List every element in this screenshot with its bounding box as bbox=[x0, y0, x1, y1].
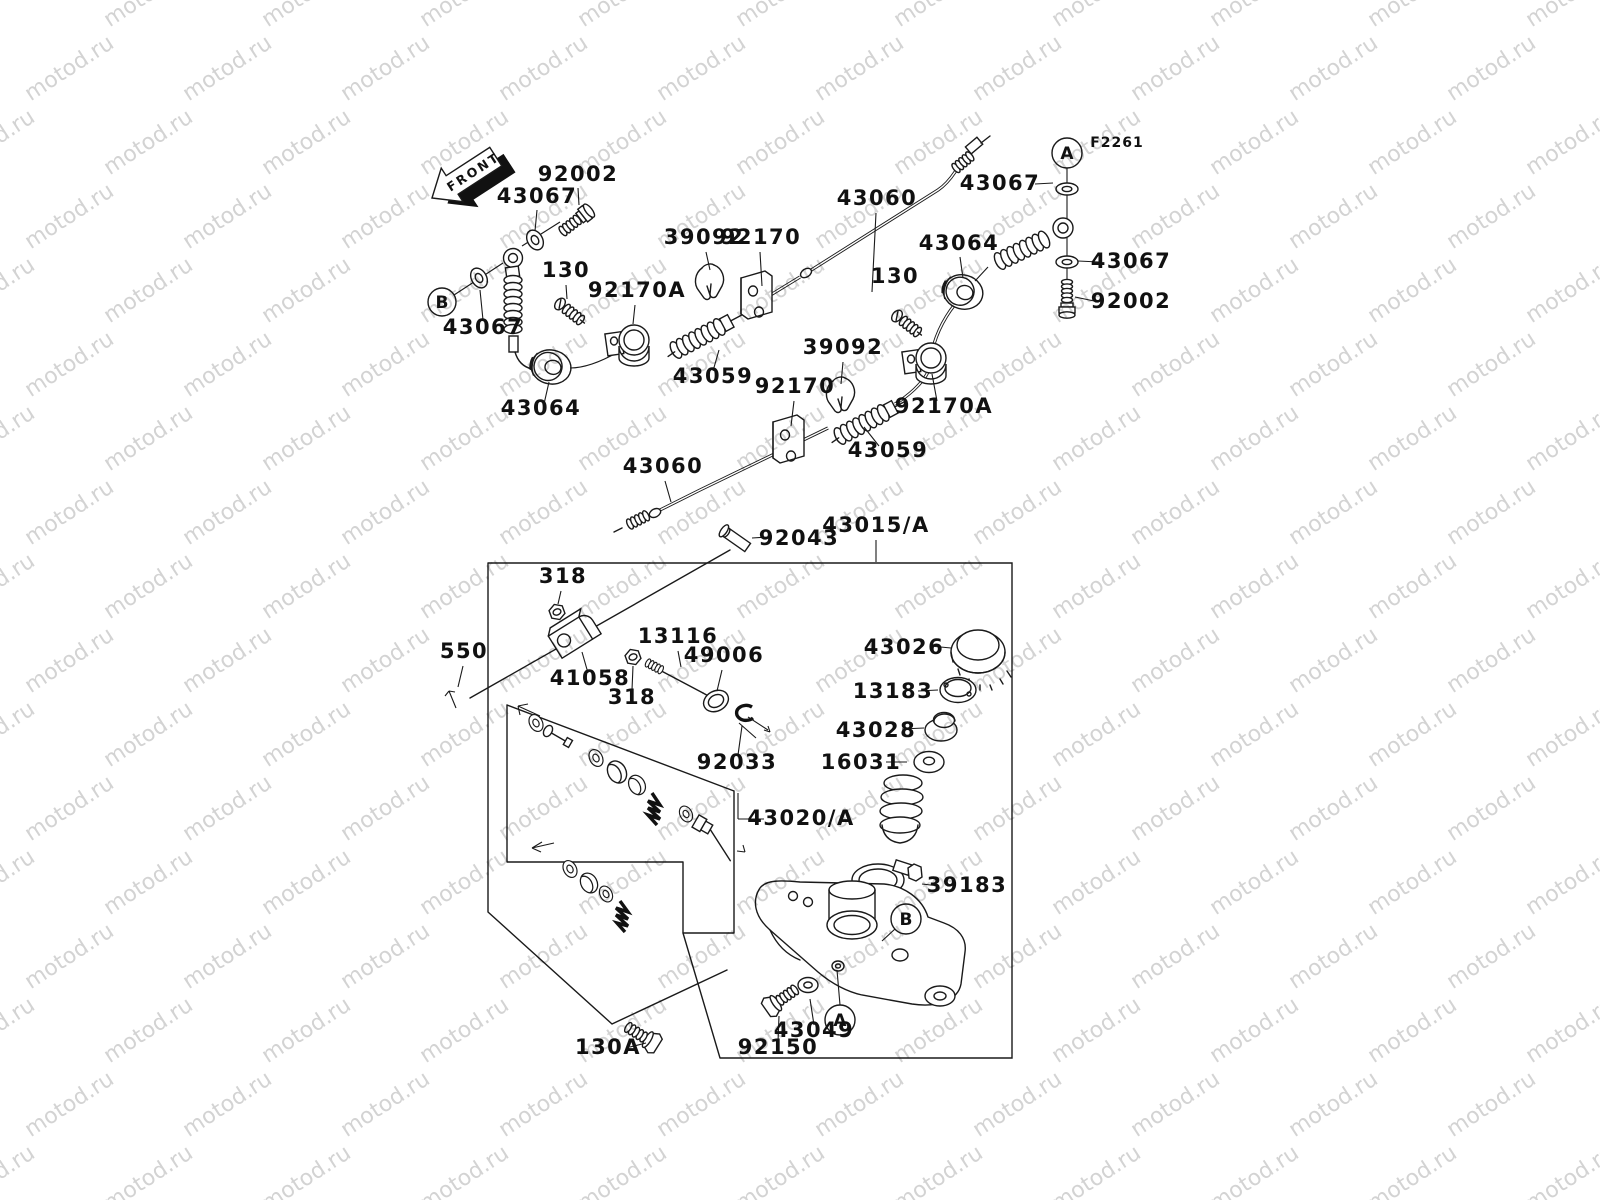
washer-43049 bbox=[797, 976, 819, 994]
label-130-left: 130 bbox=[542, 258, 590, 282]
screw-130-left bbox=[552, 296, 588, 328]
screw-92002-right bbox=[1059, 279, 1075, 318]
washer-43067-left bbox=[466, 264, 492, 292]
cable-end-eye-upper bbox=[974, 217, 1074, 282]
label-43067-left-lower: 43067 bbox=[443, 315, 524, 339]
label-43015a: 43015/A bbox=[822, 513, 929, 537]
bushing-49006 bbox=[702, 689, 730, 713]
front-direction-arrow: FRONT bbox=[431, 146, 516, 208]
label-43067-top-left: 43067 bbox=[497, 184, 578, 208]
label-92170a-left: 92170A bbox=[588, 278, 686, 302]
label-130a: 130A bbox=[575, 1035, 641, 1059]
label-92150: 92150 bbox=[738, 1035, 819, 1059]
svg-text:A: A bbox=[1060, 144, 1074, 164]
cap-holder-13183 bbox=[939, 676, 977, 704]
push-rod-assembly bbox=[444, 524, 771, 739]
label-550: 550 bbox=[440, 639, 488, 663]
label-43064-left: 43064 bbox=[501, 396, 582, 420]
label-43067-top-right: 43067 bbox=[960, 171, 1041, 195]
washer-43067-top-left bbox=[522, 226, 548, 254]
master-cylinder-body bbox=[754, 880, 966, 1007]
reservoir-boot bbox=[879, 774, 924, 844]
assembly-box-43015 bbox=[487, 562, 1013, 1059]
label-43060-upper: 43060 bbox=[837, 186, 918, 210]
label-13116: 13116 bbox=[638, 624, 719, 648]
cable-bracket-92170-upper bbox=[740, 270, 773, 320]
figure-code: F2261 bbox=[1090, 135, 1144, 151]
label-39092-mid: 39092 bbox=[803, 335, 884, 359]
repair-kit-box-43020 bbox=[506, 703, 735, 934]
label-16031: 16031 bbox=[821, 750, 902, 774]
diaphragm-43028 bbox=[924, 711, 958, 742]
cotter-pin-550 bbox=[444, 690, 457, 709]
nut-318-lower bbox=[622, 646, 644, 668]
part-labels: 92002 43067 39092 92170 43060 43067 F226… bbox=[440, 135, 1172, 1059]
svg-text:B: B bbox=[900, 910, 913, 930]
rod-spring-assembly bbox=[466, 221, 561, 370]
label-13183: 13183 bbox=[853, 679, 934, 703]
cable-clamp-92170a-right bbox=[901, 342, 947, 385]
label-41058: 41058 bbox=[550, 666, 631, 690]
label-318-upper: 318 bbox=[539, 564, 587, 588]
svg-text:B: B bbox=[436, 293, 449, 313]
callout-b-left: B bbox=[427, 262, 504, 317]
label-43059-left: 43059 bbox=[673, 364, 754, 388]
label-92033: 92033 bbox=[697, 750, 778, 774]
label-43067-right-mid: 43067 bbox=[1091, 249, 1172, 273]
callout-a-bottom: A bbox=[824, 969, 856, 1036]
label-43049: 43049 bbox=[774, 1018, 855, 1042]
repair-kit-parts-row2 bbox=[559, 857, 633, 934]
repair-kit-parts-row1 bbox=[525, 711, 746, 862]
label-92043: 92043 bbox=[759, 526, 840, 550]
label-92170-upper: 92170 bbox=[721, 225, 802, 249]
leader-lines bbox=[457, 182, 1100, 1048]
screw-130-right bbox=[889, 308, 925, 340]
cable-bracket-92170-mid bbox=[772, 414, 805, 464]
grommet-43064-left bbox=[526, 345, 575, 388]
label-92002-top-left: 92002 bbox=[538, 162, 619, 186]
bolt-92150 bbox=[760, 979, 803, 1019]
label-92170-mid: 92170 bbox=[755, 374, 836, 398]
label-43028: 43028 bbox=[836, 718, 917, 742]
label-43059-right: 43059 bbox=[848, 438, 929, 462]
label-49006: 49006 bbox=[684, 643, 765, 667]
float-16031 bbox=[913, 750, 945, 774]
label-318-lower: 318 bbox=[608, 685, 656, 709]
snap-ring-92033 bbox=[734, 703, 755, 723]
label-92170a-right: 92170A bbox=[895, 394, 993, 418]
svg-text:A: A bbox=[833, 1011, 847, 1031]
label-39092-upper: 39092 bbox=[664, 225, 745, 249]
callout-b-body: B bbox=[881, 903, 922, 942]
label-43060-mid: 43060 bbox=[623, 454, 704, 478]
label-43026: 43026 bbox=[864, 635, 945, 659]
cable-clamp-92170a-left bbox=[569, 324, 650, 369]
washer-43067-right-mid bbox=[1055, 255, 1079, 269]
label-130-right: 130 bbox=[871, 264, 919, 288]
label-43020a: 43020/A bbox=[747, 806, 854, 830]
cable-adjuster-43059-left bbox=[663, 307, 746, 362]
joint-pin-92043 bbox=[718, 524, 752, 553]
reservoir-cap-43026 bbox=[950, 629, 1012, 691]
clevis-41058 bbox=[547, 607, 603, 660]
washer-43067-top-right bbox=[1055, 182, 1079, 196]
label-43064-right: 43064 bbox=[919, 231, 1000, 255]
label-92002-right: 92002 bbox=[1091, 289, 1172, 313]
label-39183: 39183 bbox=[927, 873, 1008, 897]
